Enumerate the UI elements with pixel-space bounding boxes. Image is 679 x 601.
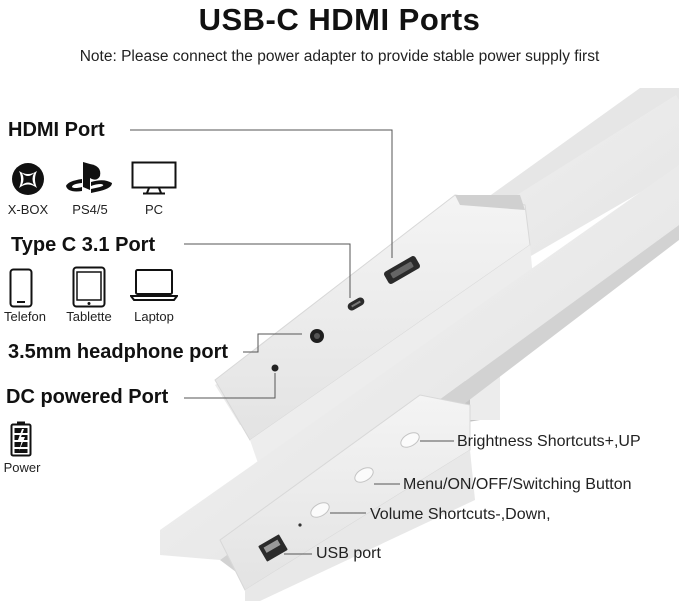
note-text: Note: Please connect the power adapter t… <box>79 48 600 65</box>
pc-label: PC <box>144 202 164 217</box>
upper-block-shadow <box>455 195 525 210</box>
indicator-dot <box>298 523 302 527</box>
typec-socket <box>347 297 365 311</box>
page-title: USB-C HDMI Ports <box>198 2 481 37</box>
lower-block-front <box>245 450 475 601</box>
usb-socket <box>258 534 288 562</box>
hdmi-socket <box>384 256 420 284</box>
playstation-icon <box>64 160 114 196</box>
volume-button-shape <box>310 502 330 518</box>
dc-socket <box>271 364 279 372</box>
laptop-icon <box>130 268 178 302</box>
dc-port-label: DC powered Port <box>6 386 169 408</box>
upper-port-block <box>214 194 531 441</box>
brightness-button-label: Brightness Shortcuts+,UP <box>457 433 641 450</box>
menu-button-shape <box>354 467 374 483</box>
phone-icon <box>9 268 33 308</box>
headphone-port-label: 3.5mm headphone port <box>8 341 229 363</box>
brightness-button-shape <box>400 432 420 448</box>
lower-bar <box>160 165 679 560</box>
typec-port-label: Type C 3.1 Port <box>11 234 156 256</box>
battery-icon <box>10 421 32 457</box>
tablet-label: Tablette <box>66 309 112 324</box>
menu-button-label: Menu/ON/OFF/Switching Button <box>403 476 632 493</box>
usb-port-label: USB port <box>316 545 381 562</box>
xbox-icon <box>11 162 45 196</box>
power-label: Power <box>3 460 41 475</box>
xbox-label: X-BOX <box>7 202 49 217</box>
laptop-label: Laptop <box>134 309 174 324</box>
tablet-icon <box>72 266 106 308</box>
monitor-icon <box>131 161 177 195</box>
volume-button-label: Volume Shortcuts-,Down, <box>370 506 551 523</box>
ps-label: PS4/5 <box>72 202 108 217</box>
hdmi-port-label: HDMI Port <box>8 119 105 141</box>
leader-lines <box>130 129 454 555</box>
phone-label: Telefon <box>4 309 46 324</box>
